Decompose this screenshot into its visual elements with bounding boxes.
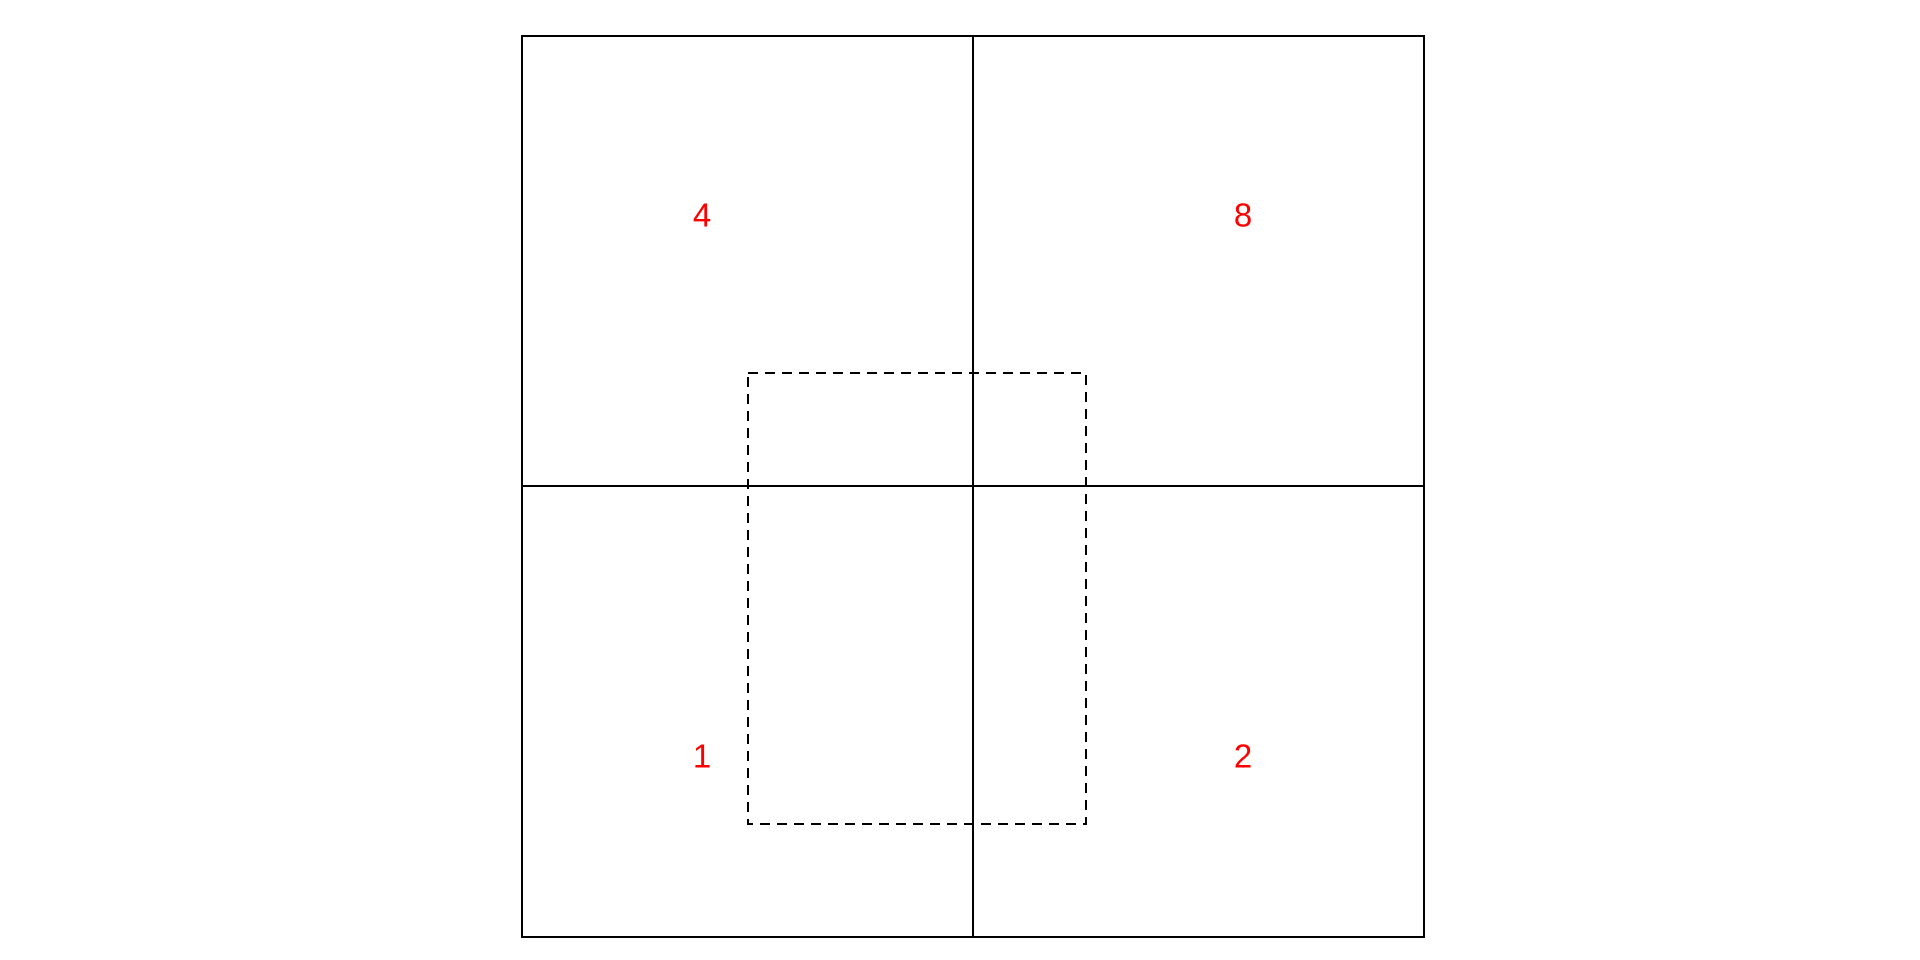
dashed-selection-box (747, 372, 1087, 825)
label-top-left: 4 (693, 197, 711, 234)
label-bottom-left: 1 (693, 738, 711, 775)
label-top-right: 8 (1234, 197, 1252, 234)
label-bottom-right: 2 (1234, 738, 1252, 775)
